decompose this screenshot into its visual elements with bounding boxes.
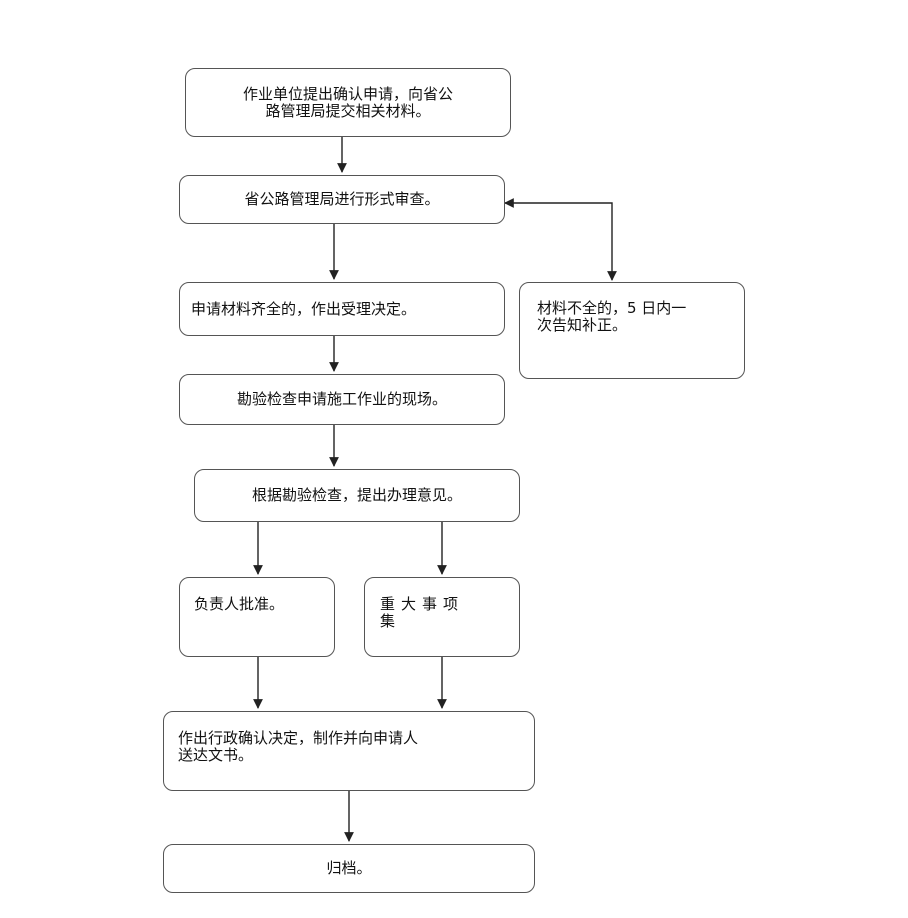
node-opinion-text: 根据勘验检查，提出办理意见。 [251, 486, 462, 504]
node-decision-text: 作出行政确认决定，制作并向申请人 送达文书。 [178, 729, 419, 764]
node-inspect: 勘验检查申请施工作业的现场。 [179, 374, 505, 425]
node-decision: 作出行政确认决定，制作并向申请人 送达文书。 [163, 711, 535, 791]
node-opinion: 根据勘验检查，提出办理意见。 [194, 469, 520, 522]
node-incomplete-text: 材料不全的，5 日内一 次告知补正。 [537, 299, 687, 334]
node-apply: 作业单位提出确认申请，向省公 路管理局提交相关材料。 [185, 68, 511, 137]
node-major-text: 重大事项 集 [380, 595, 465, 630]
node-accept-text: 申请材料齐全的，作出受理决定。 [191, 299, 417, 318]
node-incomplete: 材料不全的，5 日内一 次告知补正。 [519, 282, 745, 379]
node-accept: 申请材料齐全的，作出受理决定。 [179, 282, 505, 336]
arrow-review-to-incomplete [504, 198, 617, 281]
node-archive-text: 归档。 [326, 859, 372, 877]
node-archive: 归档。 [163, 844, 535, 893]
node-formal-review-text: 省公路管理局进行形式审查。 [244, 190, 440, 208]
node-approve-text: 负责人批准。 [194, 595, 285, 613]
node-major: 重大事项 集 [364, 577, 520, 657]
node-formal-review: 省公路管理局进行形式审查。 [179, 175, 505, 224]
node-inspect-text: 勘验检查申请施工作业的现场。 [236, 390, 447, 408]
node-apply-text: 作业单位提出确认申请，向省公 路管理局提交相关材料。 [242, 84, 453, 120]
node-approve: 负责人批准。 [179, 577, 335, 657]
